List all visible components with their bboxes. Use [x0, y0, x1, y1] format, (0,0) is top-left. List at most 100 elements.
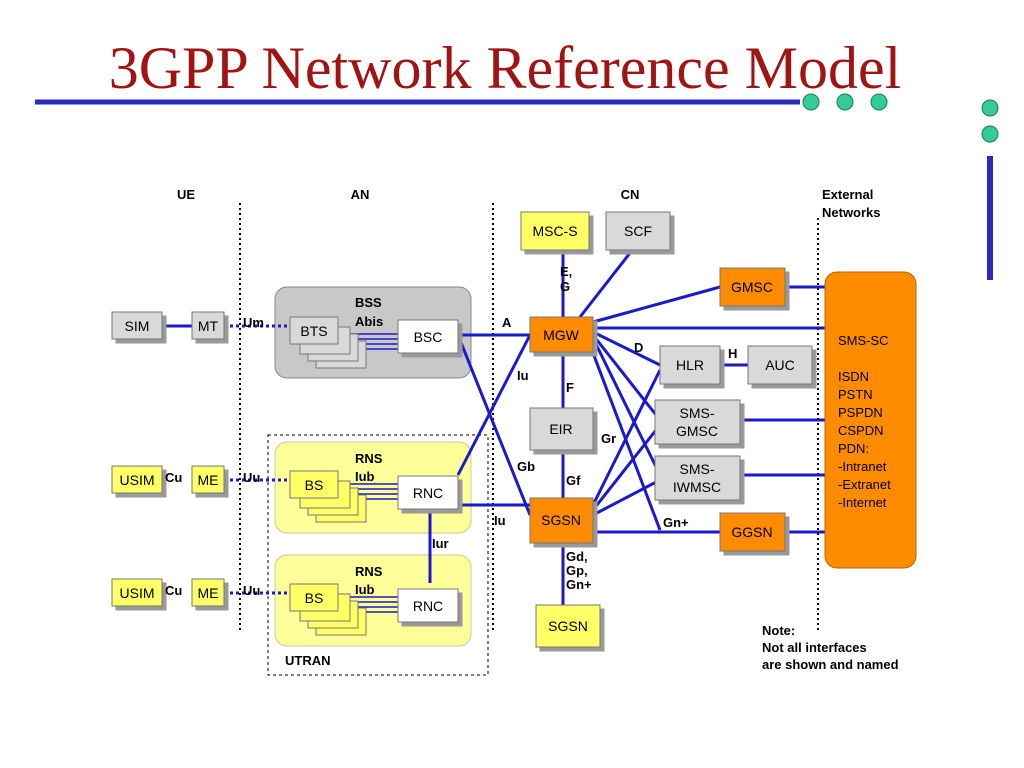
svg-text:EIR: EIR: [549, 421, 572, 437]
svg-text:AUC: AUC: [765, 357, 795, 373]
svg-text:IWMSC: IWMSC: [673, 479, 721, 495]
links: [162, 250, 825, 605]
if-iub-1: Iub: [355, 469, 375, 484]
decor-dot: [870, 93, 888, 111]
node-sgsn-2: SGSN: [535, 604, 601, 648]
section-external-1: External: [822, 187, 873, 202]
section-cn: CN: [621, 187, 640, 202]
if-iur: Iur: [432, 536, 449, 551]
node-ggsn: GGSN: [719, 512, 786, 552]
svg-text:ME: ME: [198, 585, 219, 601]
interface-labels: Um Abis A E, G D H Iu F Gr Gb Gf Iu Gn+ …: [165, 264, 737, 598]
svg-text:MSC-S: MSC-S: [532, 223, 577, 239]
if-cu-2: Cu: [165, 583, 182, 598]
node-bs-1: BS: [289, 470, 339, 499]
svg-text:SGSN: SGSN: [541, 512, 581, 528]
svg-text:ME: ME: [198, 472, 219, 488]
svg-text:SIM: SIM: [125, 318, 150, 334]
if-e: E,: [560, 264, 572, 279]
node-usim-2: USIM: [111, 578, 163, 607]
title-decoration: [35, 93, 999, 280]
note-line-1: Note:: [762, 623, 795, 638]
node-bs-2: BS: [289, 583, 339, 612]
note-line-3: are shown and named: [762, 657, 899, 672]
node-sms-iwmsc: SMS- IWMSC: [654, 455, 741, 501]
if-gn-plus: Gn+: [566, 577, 592, 592]
svg-text:SCF: SCF: [624, 223, 652, 239]
svg-text:USIM: USIM: [120, 585, 155, 601]
node-scf: SCF: [605, 211, 671, 251]
if-iu-2: Iu: [494, 513, 506, 528]
node-bts: BTS: [289, 316, 339, 345]
section-separators: [239, 203, 819, 633]
bss-label: BSS: [355, 295, 382, 310]
section-an: AN: [351, 187, 370, 202]
utran-region: [267, 434, 489, 676]
external-network-item: -Internet: [838, 495, 887, 510]
if-g: G: [560, 279, 570, 294]
node-rnc-2: RNC: [397, 588, 459, 623]
node-sim: SIM: [111, 311, 163, 340]
if-gb: Gb: [517, 459, 535, 474]
node-me-1: ME: [191, 465, 225, 494]
if-h: H: [728, 346, 737, 361]
if-um: Um: [243, 315, 264, 330]
if-iub-2: Iub: [355, 582, 375, 597]
note-line-2: Not all interfaces: [762, 640, 867, 655]
node-me-2: ME: [191, 578, 225, 607]
section-external-2: Networks: [822, 205, 881, 220]
node-sms-gmsc: SMS- GMSC: [654, 399, 741, 445]
if-uu-1: Uu: [243, 470, 260, 485]
if-a: A: [502, 315, 512, 330]
svg-text:BSC: BSC: [414, 329, 443, 345]
decor-dot: [836, 93, 854, 111]
if-abis: Abis: [355, 314, 383, 329]
decor-dot: [802, 93, 820, 111]
svg-text:SGSN: SGSN: [548, 618, 588, 634]
svg-text:SMS-: SMS-: [680, 405, 715, 421]
svg-text:MGW: MGW: [543, 327, 580, 343]
node-hlr: HLR: [659, 345, 721, 385]
if-gd: Gd,: [566, 549, 588, 564]
svg-text:GMSC: GMSC: [731, 279, 773, 295]
external-network-item: PSTN: [838, 387, 873, 402]
external-network-item: SMS-SC: [838, 333, 889, 348]
if-d: D: [634, 340, 643, 355]
svg-text:RNC: RNC: [413, 485, 443, 501]
svg-text:SMS-: SMS-: [680, 461, 715, 477]
node-auc: AUC: [747, 345, 813, 385]
section-ue: UE: [177, 187, 195, 202]
if-gn: Gn+: [663, 515, 689, 530]
slide-title: 3GPP Network Reference Model: [108, 35, 902, 101]
external-network-item: ISDN: [838, 369, 869, 384]
if-uu-2: Uu: [243, 583, 260, 598]
svg-text:RNC: RNC: [413, 598, 443, 614]
if-f: F: [566, 380, 574, 395]
external-network-item: PSPDN: [838, 405, 883, 420]
if-gf: Gf: [566, 473, 581, 488]
svg-text:GMSC: GMSC: [676, 423, 718, 439]
node-usim-1: USIM: [111, 465, 163, 494]
svg-text:HLR: HLR: [676, 357, 704, 373]
node-gmsc: GMSC: [719, 267, 786, 307]
utran-label: UTRAN: [285, 653, 331, 668]
external-network-item: -Extranet: [838, 477, 891, 492]
external-networks-block: [824, 271, 917, 569]
decor-dot: [981, 125, 999, 143]
if-iu-1: Iu: [517, 368, 529, 383]
svg-text:GGSN: GGSN: [731, 524, 772, 540]
node-rnc-1: RNC: [397, 475, 459, 510]
svg-text:MT: MT: [198, 318, 219, 334]
note: Note: Not all interfaces are shown and n…: [762, 623, 899, 672]
decor-dot: [981, 99, 999, 117]
svg-text:BS: BS: [305, 590, 324, 606]
rns-label-1: RNS: [355, 451, 383, 466]
svg-text:USIM: USIM: [120, 472, 155, 488]
rns-label-2: RNS: [355, 564, 383, 579]
external-network-item: CSPDN: [838, 423, 884, 438]
if-gp: Gp,: [566, 563, 588, 578]
node-bsc: BSC: [397, 319, 459, 354]
node-msc-s: MSC-S: [520, 211, 590, 251]
node-eir: EIR: [529, 407, 594, 451]
